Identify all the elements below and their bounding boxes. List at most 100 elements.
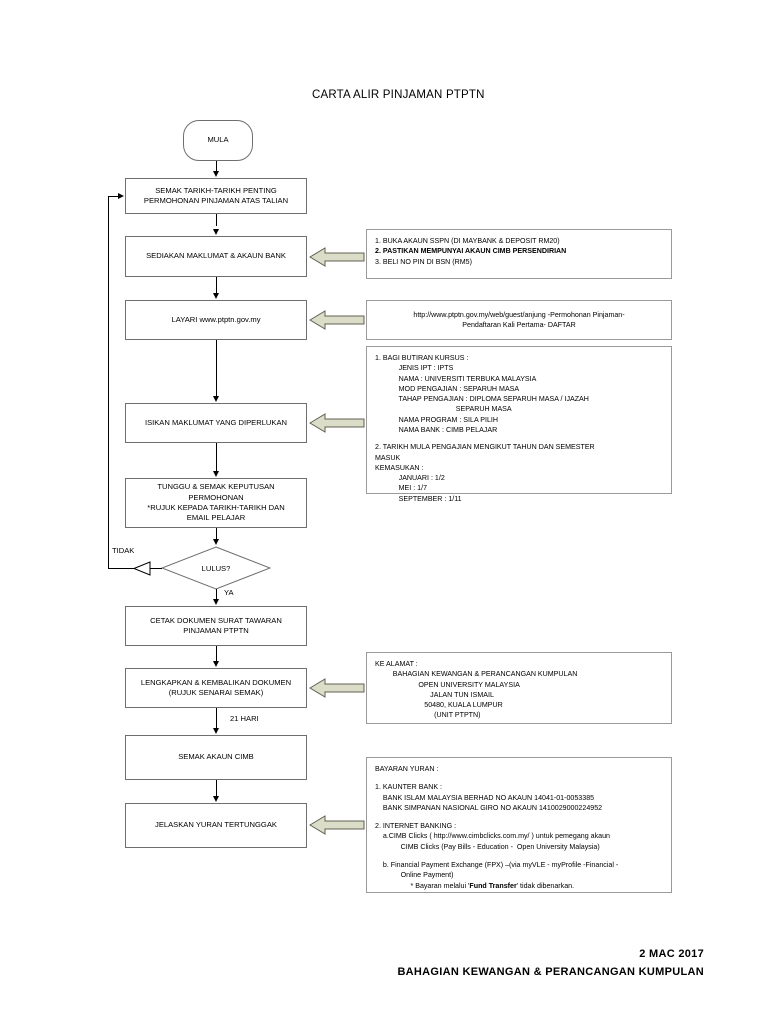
note-payment-fpx-line-1: b. Financial Payment Exchange (FPX) –(vi… (375, 860, 619, 869)
tidak-branch-open-arrowhead (133, 561, 151, 576)
flow-node-jelaskan-yuran-label: JELASKAN YURAN TERTUNGGAK (155, 820, 277, 830)
note-payment-spacer-2 (375, 813, 663, 821)
flow-node-cetak-dokumen-label: CETAK DOKUMEN SURAT TAWARAN PINJAMAN PTP… (150, 615, 282, 635)
note-course-details-line-1: 1. BAGI BUTIRAN KURSUS : (375, 354, 469, 362)
note-address-line-5: 50480, KUALA LUMPUR (375, 701, 503, 710)
note-payment: BAYARAN YURAN : 1. KAUNTER BANK : BANK I… (366, 757, 672, 893)
note-payment-fpx-note-bold: Fund Transfer (469, 881, 517, 890)
footer-date: 2 MAC 2017 (639, 948, 704, 960)
arrowhead-sediakan (212, 229, 219, 235)
connector-semakcimb-to-jelaskan (216, 780, 217, 796)
note-payment-counter-line-1: BANK ISLAM MALAYSIA BERHAD NO AKAUN 1404… (375, 793, 595, 802)
connector-sediakan-to-layari (216, 277, 217, 293)
note-address-line-4: JALAN TUN ISMAIL (375, 690, 494, 699)
note-address-line-2: BAHAGIAN KEWANGAN & PERANCANGAN KUMPULAN (375, 670, 578, 679)
note-payment-internet-line-1: a.CIMB Clicks ( http://www.cimbclicks.co… (375, 832, 610, 841)
connector-tidak-into-box (108, 196, 118, 197)
flow-node-sediakan-maklumat: SEDIAKAN MAKLUMAT & AKAUN BANK (125, 236, 307, 277)
note-payment-fpx-note: * Bayaran melalui 'Fund Transfer' tidak … (375, 881, 663, 891)
arrowhead-lengkapkan (212, 661, 219, 667)
note-bank-accounts: 1. BUKA AKAUN SSPN (DI MAYBANK & DEPOSIT… (366, 229, 672, 279)
flow-node-lengkapkan-dokumen-label: LENGKAPKAN & KEMBALIKAN DOKUMEN (RUJUK S… (140, 677, 292, 697)
connector-cetak-to-lengkapkan (216, 646, 217, 661)
block-arrow-to-isikan-maklumat (309, 413, 365, 433)
flow-node-lengkapkan-dokumen: LENGKAPKAN & KEMBALIKAN DOKUMEN (RUJUK S… (125, 668, 307, 708)
note-course-details-line-8: NAMA BANK : CIMB PELAJAR (375, 425, 498, 434)
note-address-line-3: OPEN UNIVERSITY MALAYSIA (375, 680, 520, 689)
flow-decision-lulus: LULUS? (161, 546, 271, 590)
flow-node-semak-tarikh: SEMAK TARIKH-TARIKH PENTING PERMOHONAN P… (125, 178, 307, 214)
note-payment-spacer-3 (375, 852, 663, 860)
flow-node-semak-tarikh-label: SEMAK TARIKH-TARIKH PENTING PERMOHONAN P… (143, 185, 289, 205)
page-title: CARTA ALIR PINJAMAN PTPTN (312, 89, 485, 101)
connector-lengkapkan-to-semakcimb (216, 708, 217, 728)
arrowhead-cetak (212, 599, 219, 605)
note-payment-internet-line-2: CIMB Clicks (Pay Bills - Education - Ope… (375, 842, 600, 851)
flow-node-layari: LAYARI www.ptptn.gov.my (125, 300, 307, 340)
edge-label-ya: YA (224, 588, 234, 597)
flow-node-tunggu-semak: TUNGGU & SEMAK KEPUTUSAN PERMOHONAN *RUJ… (125, 478, 307, 528)
note-course-details-line-7: NAMA PROGRAM : SILA PILIH (375, 415, 498, 424)
note-payment-heading: BAYARAN YURAN : (375, 765, 439, 773)
note-payment-fpx-note-suffix: ' tidak dibenarkan. (516, 881, 575, 890)
note-website: http://www.ptptn.gov.my/web/guest/anjung… (366, 300, 672, 340)
flow-node-sediakan-maklumat-label: SEDIAKAN MAKLUMAT & AKAUN BANK (146, 251, 286, 261)
flow-node-mula-label: MULA (207, 135, 229, 145)
note-website-line-1: http://www.ptptn.gov.my/web/guest/anjung… (413, 310, 625, 319)
arrowhead-semak (212, 171, 219, 177)
arrowhead-lulus (212, 539, 219, 545)
flow-node-jelaskan-yuran: JELASKAN YURAN TERTUNGGAK (125, 803, 307, 848)
note-payment-internet-heading: 2. INTERNET BANKING : (375, 822, 457, 831)
note-address-line-1: KE ALAMAT : (375, 660, 418, 668)
note-payment-fpx-note-prefix: * Bayaran melalui ' (375, 881, 470, 890)
connector-mula-to-semak (216, 161, 217, 172)
note-website-line-2: Pendaftaran Kali Pertama- DAFTAR (462, 321, 576, 329)
connector-semak-to-sediakan (216, 214, 217, 226)
connector-isikan-to-tunggu (216, 443, 217, 471)
note-course-details-line-6: SEPARUH MASA (375, 405, 512, 414)
connector-tidak-vertical (108, 196, 109, 569)
arrowhead-semakcimb (212, 728, 219, 734)
arrowhead-layari (212, 293, 219, 299)
note-payment-spacer-1 (375, 774, 663, 782)
edge-label-tidak: TIDAK (112, 546, 135, 555)
flow-node-semak-akaun-cimb: SEMAK AKAUN CIMB (125, 735, 307, 780)
note-course-details-line-10: MASUK (375, 453, 401, 462)
note-course-details-line-11: KEMASUKAN : (375, 463, 424, 472)
note-payment-fpx-line-2: Online Payment) (375, 871, 454, 880)
flow-node-isikan-maklumat: ISIKAN MAKLUMAT YANG DIPERLUKAN (125, 403, 307, 443)
block-arrow-to-layari (309, 310, 365, 330)
flow-node-tunggu-semak-label: TUNGGU & SEMAK KEPUTUSAN PERMOHONAN *RUJ… (147, 482, 285, 523)
arrowhead-tunggu (212, 471, 219, 477)
flow-node-isikan-maklumat-label: ISIKAN MAKLUMAT YANG DIPERLUKAN (144, 417, 288, 427)
flow-node-layari-label: LAYARI www.ptptn.gov.my (171, 314, 261, 324)
note-course-details-line-9: 2. TARIKH MULA PENGAJIAN MENGIKUT TAHUN … (375, 443, 595, 452)
note-course-details-line-3: NAMA : UNIVERSITI TERBUKA MALAYSIA (375, 374, 537, 383)
note-bank-accounts-line-3: 3. BELI NO PIN DI BSN (RM5) (375, 257, 472, 266)
block-arrow-to-sediakan-maklumat (309, 247, 365, 267)
note-course-details: 1. BAGI BUTIRAN KURSUS : JENIS IPT : IPT… (366, 346, 672, 503)
edge-label-21-hari: 21 HARI (230, 714, 259, 723)
flow-node-cetak-dokumen: CETAK DOKUMEN SURAT TAWARAN PINJAMAN PTP… (125, 606, 307, 646)
flow-node-mula: MULA (183, 120, 253, 161)
connector-layari-to-isikan (216, 340, 217, 396)
note-address: KE ALAMAT : BAHAGIAN KEWANGAN & PERANCAN… (366, 652, 672, 724)
flow-node-semak-akaun-cimb-label: SEMAK AKAUN CIMB (178, 752, 254, 762)
note-course-details-line-5: TAHAP PENGAJIAN : DIPLOMA SEPARUH MASA /… (375, 395, 589, 404)
note-course-details-line-13: MEI : 1/7 (375, 484, 428, 493)
note-payment-counter-line-2: BANK SIMPANAN NASIONAL GIRO NO AKAUN 141… (375, 803, 603, 812)
note-bank-accounts-line-1: 1. BUKA AKAUN SSPN (DI MAYBANK & DEPOSIT… (375, 237, 560, 245)
arrowhead-isikan (212, 396, 219, 402)
note-address-line-6: (UNIT PTPTN) (375, 711, 481, 720)
note-bank-accounts-line-2: 2. PASTIKAN MEMPUNYAI AKAUN CIMB PERSEND… (375, 247, 567, 256)
footer-department: BAHAGIAN KEWANGAN & PERANCANGAN KUMPULAN (397, 966, 704, 978)
note-course-details-spacer (375, 435, 663, 442)
connector-lulus-to-cetak (216, 589, 217, 599)
block-arrow-to-jelaskan-yuran (309, 815, 365, 835)
note-payment-counter-heading: 1. KAUNTER BANK : (375, 783, 443, 792)
note-course-details-line-14: SEPTEMBER : 1/11 (375, 494, 462, 503)
note-course-details-line-12: JANUARI : 1/2 (375, 474, 445, 483)
flow-decision-lulus-label: LULUS? (201, 563, 231, 573)
block-arrow-to-lengkapkan-dokumen (309, 678, 365, 698)
